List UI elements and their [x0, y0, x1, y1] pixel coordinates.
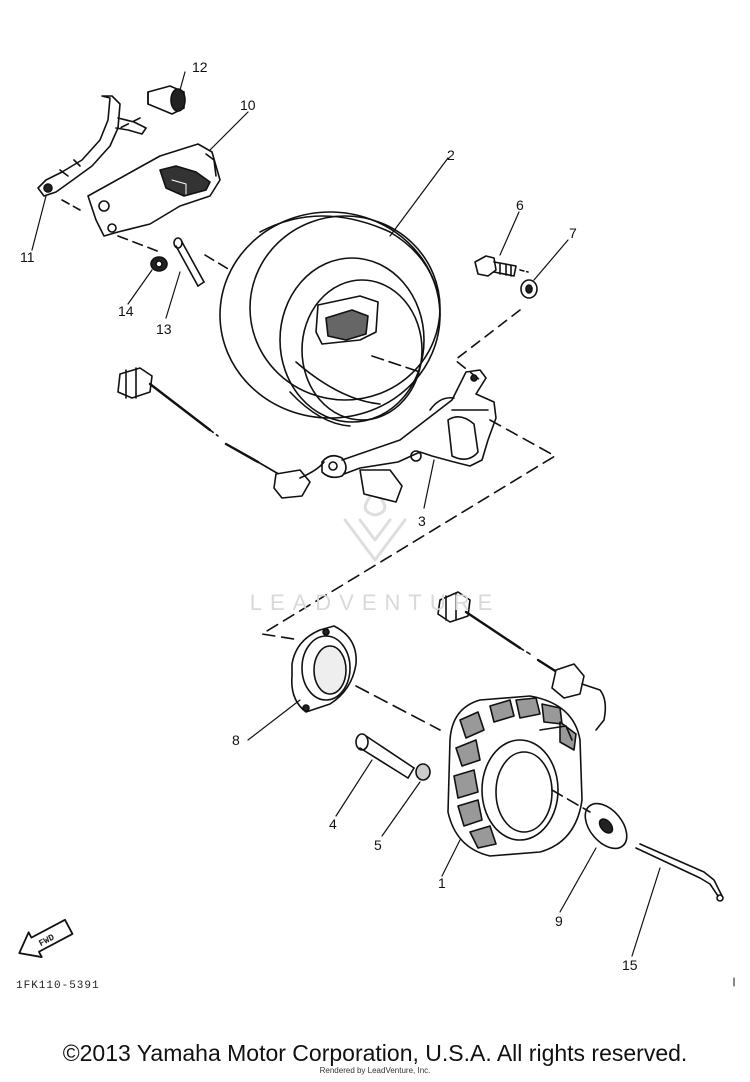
callout-5: 5: [374, 837, 382, 853]
part-9-washer: [577, 796, 635, 856]
part-code: 1FK110-5391: [16, 980, 100, 992]
callout-15: 15: [622, 957, 638, 973]
callout-labels: 1 2 3 4 5 6 7 8 9 10 11 12 13 14 15: [20, 59, 638, 973]
fwd-arrow-icon: FWD: [13, 914, 76, 965]
part-6-bolt: [475, 256, 528, 276]
part-11-bracket: [38, 96, 146, 210]
callout-1: 1: [438, 875, 446, 891]
part-1-stator: [448, 696, 590, 856]
rendered-by-text: Rendered by LeadVenture, Inc.: [319, 1066, 431, 1075]
callout-10: 10: [240, 97, 256, 113]
part-5-washer: [416, 764, 430, 780]
watermark-text: LEADVENTURE: [249, 590, 501, 615]
part-12-pin: [120, 86, 185, 128]
callout-3: 3: [418, 513, 426, 529]
part-13-screw: [174, 238, 230, 286]
part-4-screw: [356, 734, 414, 778]
assembly-line-3: [262, 420, 555, 640]
callout-6: 6: [516, 197, 524, 213]
callout-11: 11: [20, 249, 35, 265]
pickup-wire-harness: [118, 368, 324, 498]
assembly-line-6: [455, 310, 520, 380]
leader-lines: [32, 72, 660, 956]
stator-wire-harness: [438, 592, 605, 730]
copyright-text: ©2013 Yamaha Motor Corporation, U.S.A. A…: [62, 1040, 688, 1066]
part-2-flywheel-rotor: [220, 212, 440, 426]
part-10-pickup-bracket: [88, 144, 220, 252]
callout-14: 14: [118, 303, 134, 319]
part-7-washer: [521, 280, 537, 298]
part-15-wire-clamp: [636, 844, 723, 901]
callout-2: 2: [447, 147, 455, 163]
callout-8: 8: [232, 732, 240, 748]
callout-9: 9: [555, 913, 563, 929]
callout-7: 7: [569, 225, 577, 241]
part-14-nut: [151, 257, 167, 271]
callout-13: 13: [156, 321, 172, 337]
part-8-seal-plate: [292, 626, 440, 730]
callout-4: 4: [329, 816, 337, 832]
part-3-pickup-coil: [322, 370, 496, 502]
callout-12: 12: [192, 59, 208, 75]
